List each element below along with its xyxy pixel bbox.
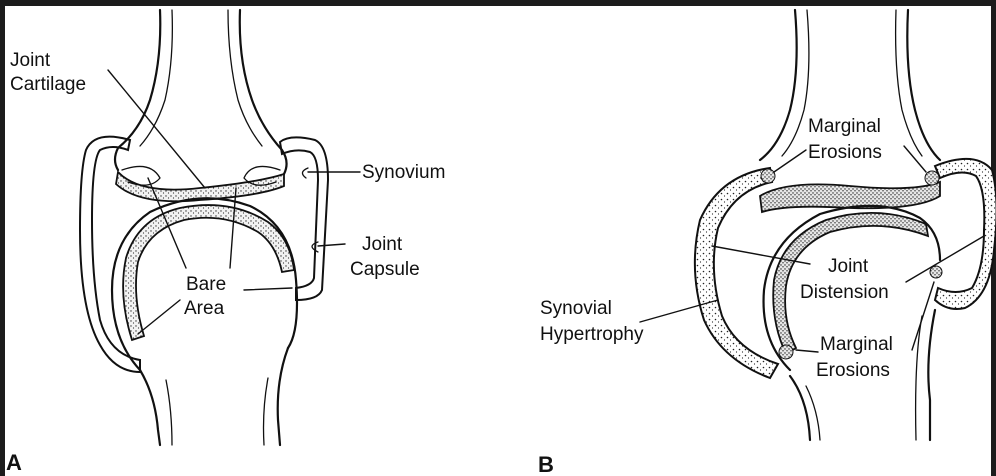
lower-bone-left-outer bbox=[140, 370, 160, 445]
synovial-recess-left bbox=[122, 166, 160, 185]
label-joint-capsule-line1: Joint bbox=[362, 234, 403, 255]
label-marginal-erosions-top-line1: Marginal bbox=[808, 116, 881, 137]
label-marginal-erosions-bottom-line2: Erosions bbox=[816, 360, 890, 381]
panel-letter-b: B bbox=[538, 452, 554, 476]
leader-joint-distension-right bbox=[906, 236, 984, 282]
upper-bone-right-outer bbox=[240, 10, 287, 174]
panel-a: Joint Cartilage Synovium Joint Capsule B… bbox=[6, 10, 445, 475]
lower-bone-left-inner bbox=[166, 380, 172, 445]
synovium-pointer bbox=[302, 168, 308, 178]
panel-letter-a: A bbox=[6, 450, 22, 475]
upper-bone-b-right-outer bbox=[907, 10, 940, 160]
lower-joint-cartilage bbox=[123, 205, 294, 340]
label-joint-distension-line1: Joint bbox=[828, 256, 869, 277]
label-joint-distension-line2: Distension bbox=[800, 282, 889, 303]
leader-bare-area-left-down bbox=[138, 300, 180, 334]
label-joint-cartilage-line2: Cartilage bbox=[10, 74, 86, 95]
label-bare-area-line1: Bare bbox=[186, 274, 226, 295]
leader-bare-area-right bbox=[244, 288, 292, 290]
label-synovial-hypertrophy-line1: Synovial bbox=[540, 298, 612, 319]
leader-marginal-erosions-top-right bbox=[904, 146, 926, 172]
erosion-top-right bbox=[925, 171, 939, 185]
lower-bone-b-left-outer bbox=[790, 376, 810, 440]
lower-bone-b-right-outer bbox=[928, 310, 935, 440]
lower-bone-right-outer bbox=[278, 348, 288, 445]
label-joint-cartilage-line1: Joint bbox=[10, 50, 51, 71]
hypertrophied-synovium-right bbox=[935, 159, 996, 309]
label-bare-area-line2: Area bbox=[184, 298, 225, 319]
panel-b: Marginal Erosions Joint Distension Synov… bbox=[538, 10, 996, 476]
leader-marginal-erosions-top-left bbox=[774, 150, 806, 172]
upper-joint-cartilage bbox=[116, 172, 284, 201]
erosion-top-left bbox=[761, 169, 775, 183]
erosion-right bbox=[930, 266, 942, 278]
lower-bone-right-inner bbox=[264, 378, 269, 445]
leader-marginal-erosions-bottom-left bbox=[796, 350, 818, 352]
label-synovial-hypertrophy-line2: Hypertrophy bbox=[540, 324, 644, 345]
upper-bone-b-left-outer bbox=[760, 10, 797, 160]
label-joint-capsule-line2: Capsule bbox=[350, 259, 420, 280]
lower-bone-b-left-inner bbox=[806, 386, 820, 440]
label-marginal-erosions-bottom-line1: Marginal bbox=[820, 334, 893, 355]
upper-bone-b-right-inner bbox=[896, 10, 922, 156]
upper-bone-left-outer bbox=[115, 10, 160, 170]
label-marginal-erosions-top-line2: Erosions bbox=[808, 142, 882, 163]
label-synovium: Synovium bbox=[362, 162, 445, 183]
erosion-bottom-left bbox=[779, 345, 793, 359]
